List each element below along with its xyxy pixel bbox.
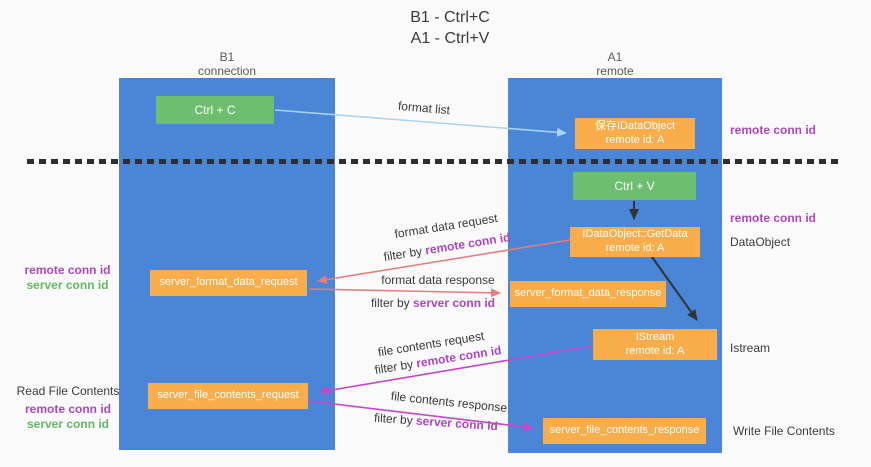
- ctrl-c-box: Ctrl + C: [156, 96, 274, 124]
- server-file-contents-request-label: server_file_contents_request: [157, 389, 299, 402]
- istream-line2: remote id: A: [625, 344, 685, 357]
- istream-line1: IStream: [635, 330, 675, 343]
- format-data-response-label: format data response: [381, 273, 495, 287]
- dataobject-annotation: DataObject: [730, 235, 791, 249]
- left-column-name: B1: [219, 50, 235, 64]
- right-column-header: A1 remote: [508, 50, 722, 78]
- server-conn-id-text: server conn id: [412, 296, 496, 310]
- filter-by-text: filter by: [373, 410, 417, 428]
- server-conn-id-annotation-left: server conn id: [26, 278, 109, 292]
- server-format-data-response-box: server_format_data_response: [510, 281, 666, 307]
- filter-by-text: filter by: [370, 296, 413, 310]
- remote-conn-id-annotation-mid: remote conn id: [730, 211, 817, 225]
- left-conn-id-group-top: remote conn id server conn id: [10, 263, 125, 293]
- filter-by-text: filter by: [382, 243, 427, 264]
- title-line-2: A1 - Ctrl+V: [410, 30, 490, 47]
- left-conn-id-group-bottom: Read File Contents remote conn id server…: [8, 384, 128, 432]
- right-column-subtitle: remote: [596, 64, 634, 78]
- ctrl-v-label: Ctrl + V: [614, 178, 655, 193]
- server-format-data-response-label: server_format_data_response: [514, 287, 662, 300]
- save-idataobject-line2: remote id: A: [605, 133, 665, 146]
- filter-by-text: filter by: [373, 356, 418, 377]
- istream-annotation: Istream: [730, 341, 771, 355]
- save-idataobject-line1: 保存IDataObject: [594, 119, 676, 132]
- format-data-response-arrow: [308, 288, 501, 298]
- server-conn-id-text: server conn id: [415, 413, 499, 434]
- getdata-line1: IDataObject::GetData: [582, 228, 688, 241]
- server-file-contents-response-box: server_file_contents_response: [543, 418, 706, 444]
- left-column-subtitle: connection: [197, 64, 257, 78]
- format-list-label: format list: [397, 98, 451, 118]
- idataobject-getdata-box: IDataObject::GetData remote id: A: [570, 227, 700, 257]
- server-file-contents-request-box: server_file_contents_request: [148, 383, 308, 409]
- server-conn-id-annotation-left2: server conn id: [26, 417, 110, 431]
- server-file-contents-response-label: server_file_contents_response: [549, 424, 700, 437]
- ctrl-v-box: Ctrl + V: [573, 172, 696, 200]
- format-response-filter-label: filter by server conn id: [353, 296, 513, 310]
- diagram-title: B1 - Ctrl+C A1 - Ctrl+V: [300, 7, 600, 49]
- getdata-line2: remote id: A: [605, 242, 665, 254]
- left-column-header: B1 connection: [119, 50, 335, 78]
- server-format-data-request-label: server_format_data_request: [159, 276, 298, 289]
- ctrl-c-label: Ctrl + C: [194, 102, 236, 117]
- remote-conn-id-annotation-left: remote conn id: [24, 263, 111, 277]
- remote-conn-id-annotation-left2: remote conn id: [24, 402, 111, 416]
- write-file-contents-annotation: Write File Contents: [733, 424, 835, 438]
- phase-separator-dashed-line: [27, 159, 838, 164]
- title-line-1: B1 - Ctrl+C: [410, 9, 490, 26]
- read-file-contents-annotation: Read File Contents: [16, 384, 120, 398]
- istream-box: IStream remote id: A: [593, 329, 717, 360]
- save-idataobject-box: 保存IDataObject remote id: A: [575, 118, 695, 149]
- server-format-data-request-box: server_format_data_request: [150, 270, 307, 296]
- remote-conn-id-annotation-top: remote conn id: [730, 123, 817, 137]
- right-column-name: A1: [607, 50, 623, 64]
